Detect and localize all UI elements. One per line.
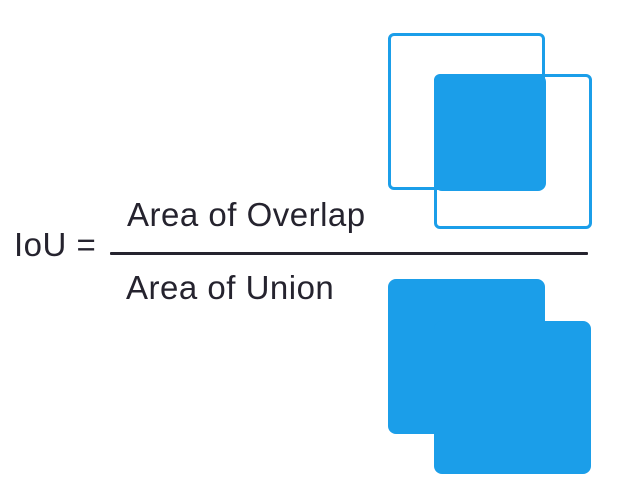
- fraction-bar: [110, 252, 588, 255]
- iou-equals-label: IoU =: [14, 226, 97, 263]
- numerator-label: Area of Overlap: [127, 196, 366, 233]
- union-diagram-box-b-fill: [434, 321, 591, 474]
- denominator-label: Area of Union: [126, 269, 335, 306]
- overlap-region-fill: [434, 74, 546, 191]
